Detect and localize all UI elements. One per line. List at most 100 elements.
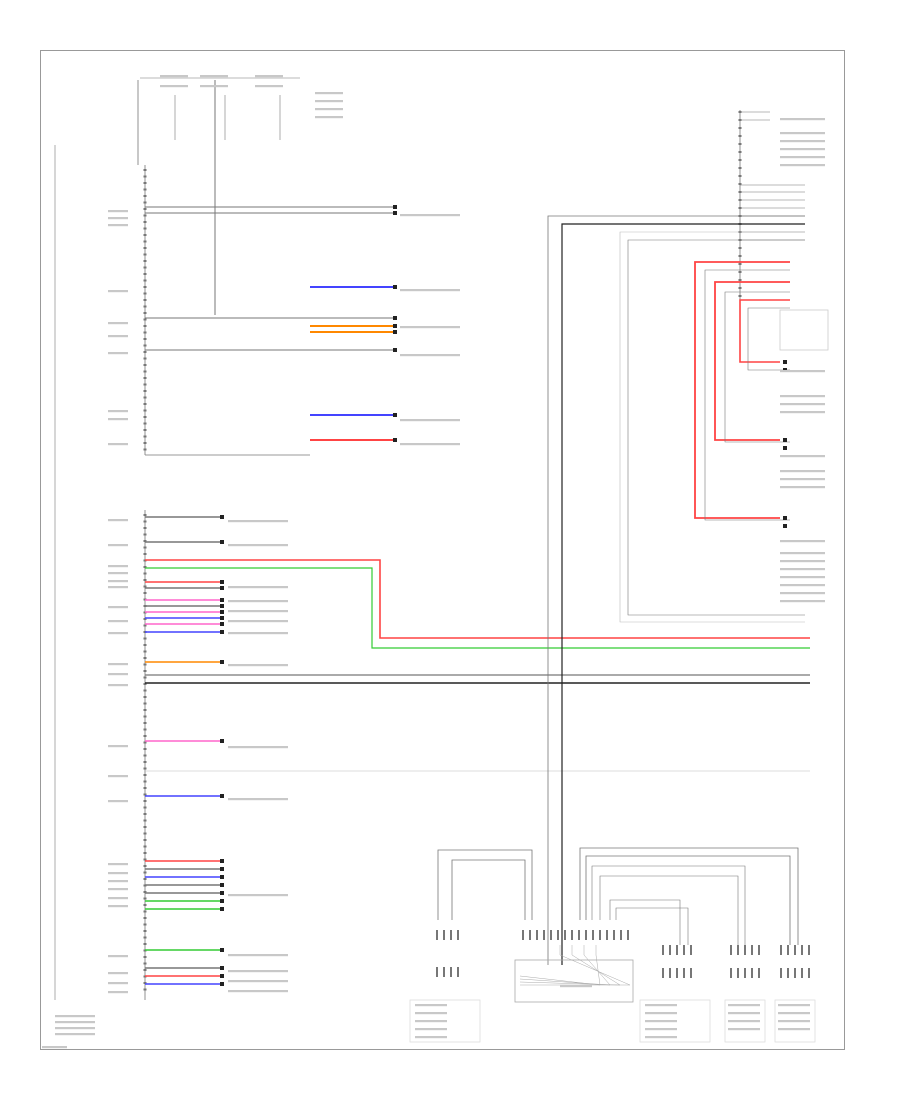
ecu-pin-marker <box>143 383 147 386</box>
connector-pin <box>457 967 459 977</box>
connector-pin <box>683 945 685 955</box>
ecu-pin-marker <box>143 227 147 230</box>
connector-pin <box>744 968 746 978</box>
connector-pin <box>436 967 438 977</box>
pin-label-bar <box>108 519 128 522</box>
pin-label-bar <box>108 800 128 803</box>
ecu-pin-marker <box>143 338 147 340</box>
bottom-harness-wire <box>591 865 746 945</box>
connector-pin <box>450 930 452 940</box>
connector-pin <box>592 930 594 940</box>
connector-pin <box>627 930 629 940</box>
system-terminal <box>220 610 224 614</box>
ecu-pin-marker <box>143 234 147 236</box>
ecu-pin-marker <box>143 637 147 640</box>
connector-pin <box>737 968 739 978</box>
ecu-pin-marker <box>143 650 147 653</box>
system-terminal <box>220 899 224 903</box>
ecu-pin-marker <box>143 344 147 347</box>
bus-wire <box>619 231 805 623</box>
module-label-bar <box>560 985 592 988</box>
module-label-bar <box>415 1004 447 1007</box>
pin-label-bar <box>108 335 128 338</box>
ecu-pin-marker <box>143 897 147 900</box>
connector-pin <box>794 968 796 978</box>
pin-label-bar <box>108 572 128 575</box>
module-pin-marker <box>738 175 742 177</box>
system-terminal <box>393 330 397 334</box>
connector-pin <box>564 930 566 940</box>
pin-label-bar <box>108 663 128 666</box>
pin-label-bar <box>108 673 128 676</box>
ecu-pin-marker <box>143 201 147 204</box>
connector-pin <box>669 968 671 978</box>
system-terminal <box>220 794 224 798</box>
ecu-pin-marker <box>143 787 147 789</box>
module-label-bar <box>780 395 825 398</box>
gateway-internal-wire <box>519 945 621 986</box>
ecu-pin-marker <box>143 735 147 737</box>
system-label-bar <box>228 664 288 667</box>
connector-pin <box>613 930 615 940</box>
ecu-pin-marker <box>143 618 147 620</box>
pin-label-bar <box>108 544 128 547</box>
module-pin-marker <box>738 183 742 185</box>
module-pin-marker <box>738 271 742 273</box>
fuse-label-bar <box>160 85 188 88</box>
module-label-bar <box>780 411 825 414</box>
pin-label-bar <box>108 872 128 875</box>
ecu-pin-marker <box>143 709 147 711</box>
system-terminal <box>220 907 224 911</box>
module-pin-marker <box>738 135 742 137</box>
module-pin-marker <box>738 287 742 289</box>
module-label-bar <box>780 403 825 406</box>
connector-pin <box>443 967 445 977</box>
pin-label-bar <box>108 982 128 985</box>
ecu-label-bar <box>55 1027 95 1030</box>
module-label-bar <box>780 455 825 458</box>
ecu-pin-marker <box>143 689 147 692</box>
ecu-pin-marker <box>143 624 147 627</box>
module-label-bar <box>415 1012 447 1015</box>
ecu-pin-marker <box>143 292 147 295</box>
ecu-pin-marker <box>143 247 147 249</box>
system-label-bar <box>400 443 460 446</box>
connector-pin <box>536 930 538 940</box>
module-label-bar <box>780 132 825 135</box>
connector-pin <box>443 930 445 940</box>
ecu-pin-marker <box>143 813 147 815</box>
ecu-pin-marker <box>143 514 147 516</box>
pin-label-bar <box>108 352 128 355</box>
fuse-label-bar <box>200 75 228 78</box>
connector-pin <box>751 968 753 978</box>
ecu-pin-marker <box>143 260 147 262</box>
module-label-bar <box>645 1028 677 1031</box>
system-terminal <box>220 875 224 879</box>
ecu-label-bar <box>55 1021 95 1024</box>
ecu-pin-marker <box>143 982 147 984</box>
system-label-bar <box>228 990 288 993</box>
ecu-pin-marker <box>143 943 147 945</box>
ecu-pin-marker <box>143 364 147 366</box>
ecu-pin-marker <box>143 435 147 438</box>
module-label-bar <box>728 1004 760 1007</box>
ecu-pin-marker <box>143 351 147 353</box>
door-module-terminal <box>783 524 787 528</box>
ecu-pin-marker <box>143 793 147 796</box>
system-terminal <box>220 616 224 620</box>
ecu-pin-marker <box>143 195 147 197</box>
door-module-wire-gray <box>724 291 790 443</box>
module-label-bar <box>728 1020 760 1023</box>
door-module-wire-red <box>739 299 790 363</box>
system-label-bar <box>228 520 288 523</box>
system-label-bar <box>228 746 288 749</box>
ecu-pin-marker <box>143 683 147 685</box>
ecu-pin-marker <box>143 403 147 405</box>
ecu-pin-marker <box>143 676 147 679</box>
module-label-bar <box>778 1028 810 1031</box>
ecu-pin-marker <box>143 169 147 171</box>
system-label-bar <box>228 894 288 897</box>
ecu-pin-marker <box>143 663 147 666</box>
system-terminal <box>393 285 397 289</box>
module-label-bar <box>780 540 825 543</box>
